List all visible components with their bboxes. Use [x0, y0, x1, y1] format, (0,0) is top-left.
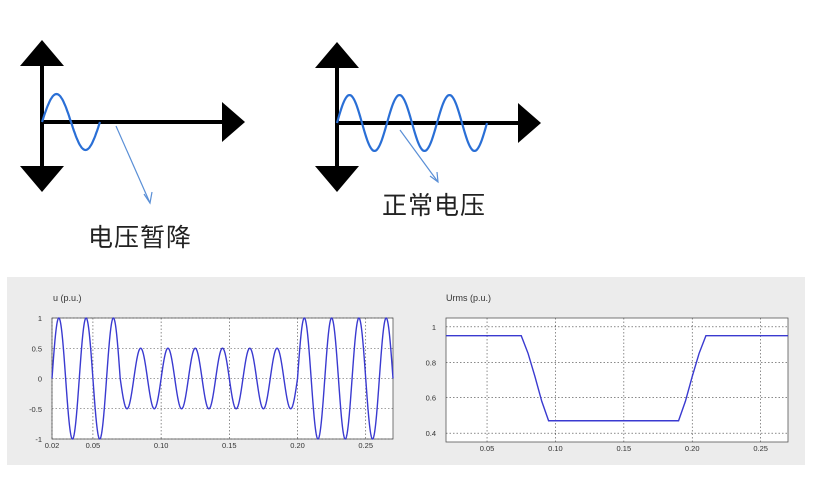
chart1-x-tick-label: 0.10	[154, 441, 169, 450]
chart2-ticks: 0.05 0.10 0.15 0.20 0.25 1 0.8 0.6 0.4	[426, 323, 768, 453]
chart2-x-tick-label: 0.25	[753, 444, 768, 453]
chart1-ticks: 0.02 0.05 0.10 0.15 0.20 0.25 1 0.5 0 -0.5 -1	[29, 314, 373, 450]
chart1-x-tick-label: 0.05	[86, 441, 101, 450]
chart1-x-tick-label: 0.15	[222, 441, 237, 450]
chart1-y-tick-label: -0.5	[29, 405, 42, 414]
normal-y-axis-arrow-down	[315, 166, 359, 192]
chart2-y-tick-label: 1	[432, 323, 436, 332]
normal-y-axis-arrow-up	[315, 42, 359, 68]
chart1-x-tick-label: 0.25	[358, 441, 373, 450]
chart1-x-tick-label: 0.20	[290, 441, 305, 450]
chart2-y-tick-label: 0.8	[426, 358, 436, 367]
chart2-plot-area	[445, 317, 789, 443]
chart1-y-tick-label: -1	[35, 435, 42, 444]
concept-diagrams	[20, 40, 541, 205]
chart1-title: u (p.u.)	[53, 293, 82, 303]
sag-x-axis-arrow	[222, 102, 245, 142]
normal-label: 正常电压	[382, 191, 487, 220]
sag-pointer-arrowhead	[143, 191, 153, 205]
chart2-y-tick-label: 0.6	[426, 394, 436, 403]
sag-wave	[40, 92, 102, 152]
chart2-y-tick-label: 0.4	[426, 429, 436, 438]
normal-diagram	[315, 42, 541, 192]
normal-wave	[335, 94, 489, 152]
chart2-series-line	[446, 335, 788, 422]
chart1-x-tick-label: 0.02	[45, 441, 60, 450]
normal-x-axis-arrow	[518, 103, 541, 143]
sag-pointer-line	[115, 125, 151, 204]
chart2-x-tick-label: 0.20	[685, 444, 700, 453]
chart1-y-tick-label: 0.5	[32, 344, 42, 353]
sag-label: 电压暂降	[88, 223, 193, 252]
sag-diagram	[20, 40, 245, 205]
sag-y-axis-arrow-up	[20, 40, 64, 66]
chart2-x-tick-label: 0.15	[617, 444, 632, 453]
chart2-x-tick-label: 0.10	[548, 444, 563, 453]
chart2-x-tick-label: 0.05	[480, 444, 495, 453]
chart2-grid	[446, 318, 788, 442]
normal-pointer-arrowhead	[429, 171, 439, 184]
chart1-y-tick-label: 1	[38, 314, 42, 323]
chart1-y-tick-label: 0	[38, 375, 42, 384]
chart2-title: Urms (p.u.)	[446, 293, 491, 303]
chart1-series-line	[51, 317, 394, 440]
sag-y-axis-arrow-down	[20, 166, 64, 192]
normal-pointer-line	[399, 129, 439, 183]
